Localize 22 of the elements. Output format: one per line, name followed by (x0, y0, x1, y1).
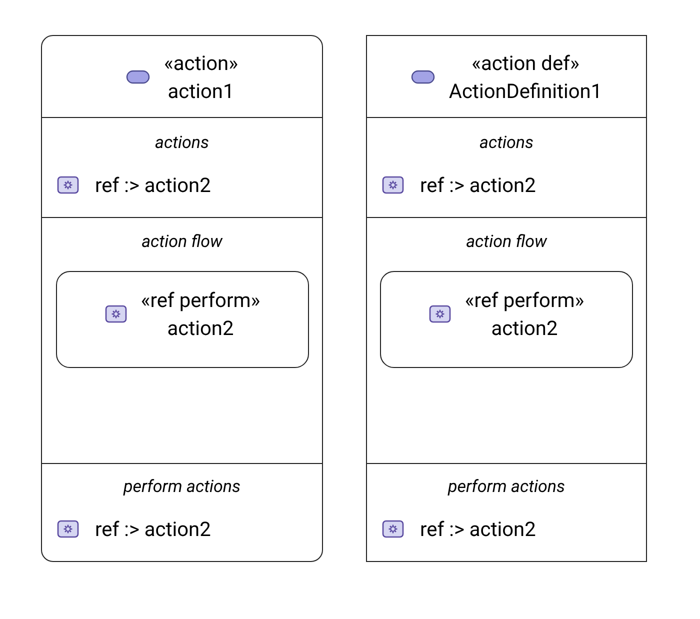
action-box (366, 35, 647, 562)
element-name: action1 (166, 78, 236, 105)
feature-label: ref :> action2 (95, 173, 211, 197)
compartment-title: action flow (140, 232, 224, 252)
compartment-title: perform actions (122, 477, 242, 497)
compartment-title: action flow (465, 232, 548, 252)
stereotype-label: «ref perform» (140, 287, 260, 314)
compartment-title: actions (478, 133, 535, 153)
compartment-title: actions (154, 133, 210, 153)
element-name: action2 (490, 315, 559, 342)
action-box (41, 35, 323, 562)
stereotype-label: «action» (164, 50, 238, 77)
stereotype-label: «action def» (470, 50, 580, 77)
element-name: action2 (166, 315, 235, 342)
feature-label: ref :> action2 (95, 517, 211, 541)
feature-label: ref :> action2 (420, 173, 536, 197)
element-name: ActionDefinition1 (448, 78, 602, 105)
compartment-title: perform actions (446, 477, 566, 497)
feature-label: ref :> action2 (420, 517, 536, 541)
action-usage-box (380, 271, 633, 368)
stereotype-label: «ref perform» (464, 287, 584, 314)
action-usage-box (56, 271, 309, 368)
